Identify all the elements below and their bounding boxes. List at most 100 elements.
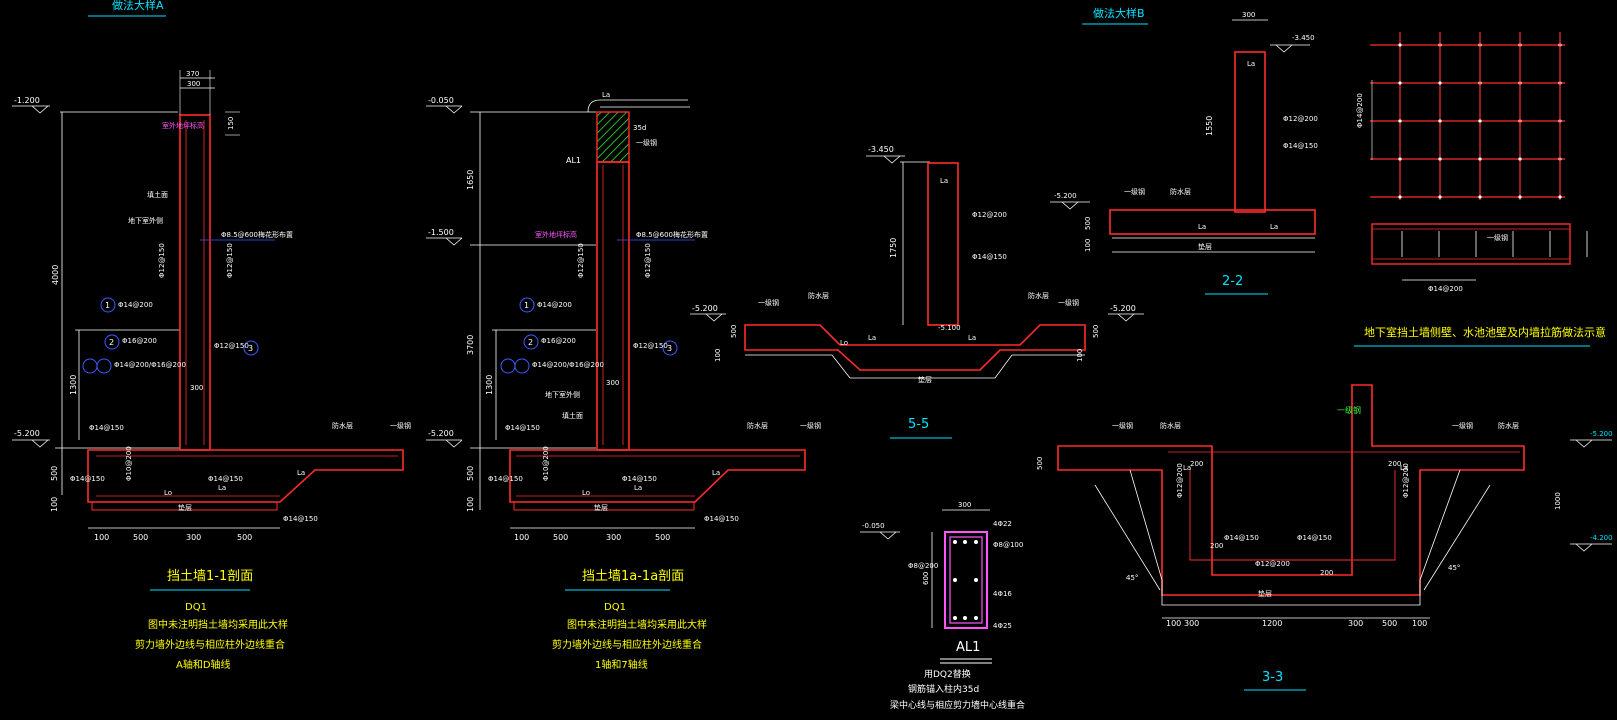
elev-label: -3.450 [868, 145, 894, 154]
dim-600-al1: 600 [922, 572, 930, 585]
dim-la55: La [940, 177, 948, 185]
green-label: 一级钢 [1337, 405, 1361, 415]
basement-label-2: 地下室外侧 [545, 390, 580, 399]
rebar-r1b: Φ14@200 [537, 301, 572, 309]
callout-3 [243, 340, 259, 356]
one-way-label-3: 一级钢 [800, 421, 821, 430]
al1-section: -0.050 300 600 4Φ22 Φ8@100 4Φ16 4Φ25 Φ8@… [860, 501, 1025, 711]
callout-2d [514, 358, 530, 374]
al1-bot-rebar: 4Φ25 [993, 622, 1012, 630]
rebar-33a: Φ14@150 [1224, 534, 1259, 542]
cushion-layer-2 [513, 501, 695, 511]
al1-rebar-dot [953, 578, 957, 582]
grid-node [1398, 43, 1402, 47]
dim-100: 100 [50, 497, 59, 512]
angle-left: 45° [1126, 574, 1138, 582]
section-1-1-note-3: A轴和D轴线 [176, 658, 231, 671]
dim-500-22: 500 [1084, 217, 1092, 230]
dim-200-33c: 200 [1210, 542, 1223, 550]
dim-100b: 100 [466, 497, 475, 512]
dim-la33: La [1183, 464, 1191, 472]
dim-300: 300 [187, 80, 200, 88]
section-1-1: -1.200 4000 1300 -5.200 500 100 370 [12, 70, 411, 671]
rebar-r12b: Φ14@200/Φ16@200 [532, 361, 604, 369]
section-1a-note-1: 图中未注明挡土墙均采用此大样 [567, 618, 707, 631]
dim-la4: La [712, 469, 720, 477]
section-5-5-title: 5-5 [908, 417, 929, 432]
callout-1 [100, 297, 116, 313]
wall-22 [1234, 51, 1266, 213]
wall-outline [179, 114, 211, 451]
rebar-r3-v2: Φ12@150 [226, 243, 234, 278]
one-way-55b: 一级钢 [1058, 298, 1079, 307]
grid-node [1438, 119, 1442, 123]
elev-marker-33-right2: -4.200 [1570, 534, 1613, 552]
grid-node [1518, 195, 1522, 199]
water-55a: 防水层 [808, 291, 829, 300]
rebar-r12-200-22: Φ12@200 [1283, 115, 1318, 123]
elev-marker-55-right: -5.200 [1108, 304, 1144, 322]
footing-outline-2 [509, 449, 806, 503]
elev-label: -1.500 [428, 228, 454, 237]
elev-marker-mid-mid: -1.500 [426, 228, 463, 246]
rebar-r3-v4: Φ12@150 [644, 243, 652, 278]
elev-marker-33-right: -5.200 [1570, 430, 1613, 448]
section-5-5: -3.450 1750 La Φ12@200 Φ14@150 -5.200 -5… [690, 145, 1144, 439]
dim-300-22: 300 [1242, 11, 1255, 19]
section-1-1-code: DQ1 [185, 602, 207, 613]
basement-label: 地下室外侧 [128, 216, 163, 225]
dim-33-100b: 100 [1412, 619, 1427, 628]
section-1a-title: 挡土墙1a-1a剖面 [582, 569, 684, 584]
callout-2c [523, 334, 539, 350]
water-label: 防水层 [332, 421, 353, 430]
al1-rect [944, 531, 988, 629]
callout-1c [519, 297, 535, 313]
rebar-r14-150-22: Φ14@150 [1283, 142, 1318, 150]
dim-200-33d: 200 [1320, 569, 1333, 577]
dim-1550: 1550 [1205, 116, 1214, 136]
elev-5100: -5.100 [938, 324, 961, 332]
al1-rebar-dot [974, 540, 978, 544]
dim-500-55a: 500 [730, 325, 738, 338]
rebar-r3-v3: Φ12@150 [577, 243, 585, 278]
slab-55 [744, 324, 1086, 371]
pit-outline [1057, 384, 1525, 596]
dim-33-300b: 300 [1348, 619, 1363, 628]
elev-label: -5.200 [428, 429, 454, 438]
dim-1650: 1650 [466, 170, 475, 190]
rebar-r2: Φ16@200 [122, 337, 157, 345]
one-way-33b: 一级钢 [1452, 421, 1473, 430]
section-1a-note-2: 剪力墙外边线与相应柱外边线重合 [552, 638, 702, 651]
al1-side-rebar: Φ8@100 [993, 541, 1023, 549]
dim-lo: Lo [164, 489, 172, 497]
grid-node [1478, 119, 1482, 123]
al1-hatch [596, 111, 630, 163]
elev-marker-22-top: -3.450 [1270, 34, 1315, 53]
grid-section-strip [1371, 223, 1571, 265]
dim-3700: 3700 [466, 335, 475, 355]
dim-b100: 100 [94, 533, 109, 542]
water-22: 防水层 [1170, 187, 1191, 196]
dim-200-33b: 200 [1388, 460, 1401, 468]
section-3-3: 45° 45° 一级钢 -5.200 -4.200 一级钢 防水层 一级钢 防水… [1036, 384, 1613, 691]
rebar-r2b: Φ16@200 [541, 337, 576, 345]
water-label-2: 防水层 [747, 421, 768, 430]
elev-label: -0.050 [862, 522, 885, 530]
elev-label: -5.200 [692, 304, 718, 313]
elev-marker-55-left: -5.200 [690, 304, 726, 322]
dim-la2: La [297, 469, 305, 477]
dim-b300b: 300 [606, 533, 621, 542]
al1-rebar-dot [974, 616, 978, 620]
dim-200-33a: 200 [1190, 460, 1203, 468]
dim-b500c: 500 [553, 533, 568, 542]
dim-33-300a: 300 [1184, 619, 1199, 628]
dim-lo55: Lo [840, 339, 848, 347]
dim-100-22: 100 [1084, 239, 1092, 252]
rebar-r10-200: Φ10@200 [125, 446, 133, 481]
dim-la33b: La [1400, 464, 1408, 472]
section-1-1-title: 挡土墙1-1剖面 [167, 569, 253, 584]
dim-la22b: La [1198, 223, 1206, 231]
al1-rebar-dot [953, 540, 957, 544]
rebar-r8: Φ8.5@600梅花形布置 [221, 230, 293, 239]
